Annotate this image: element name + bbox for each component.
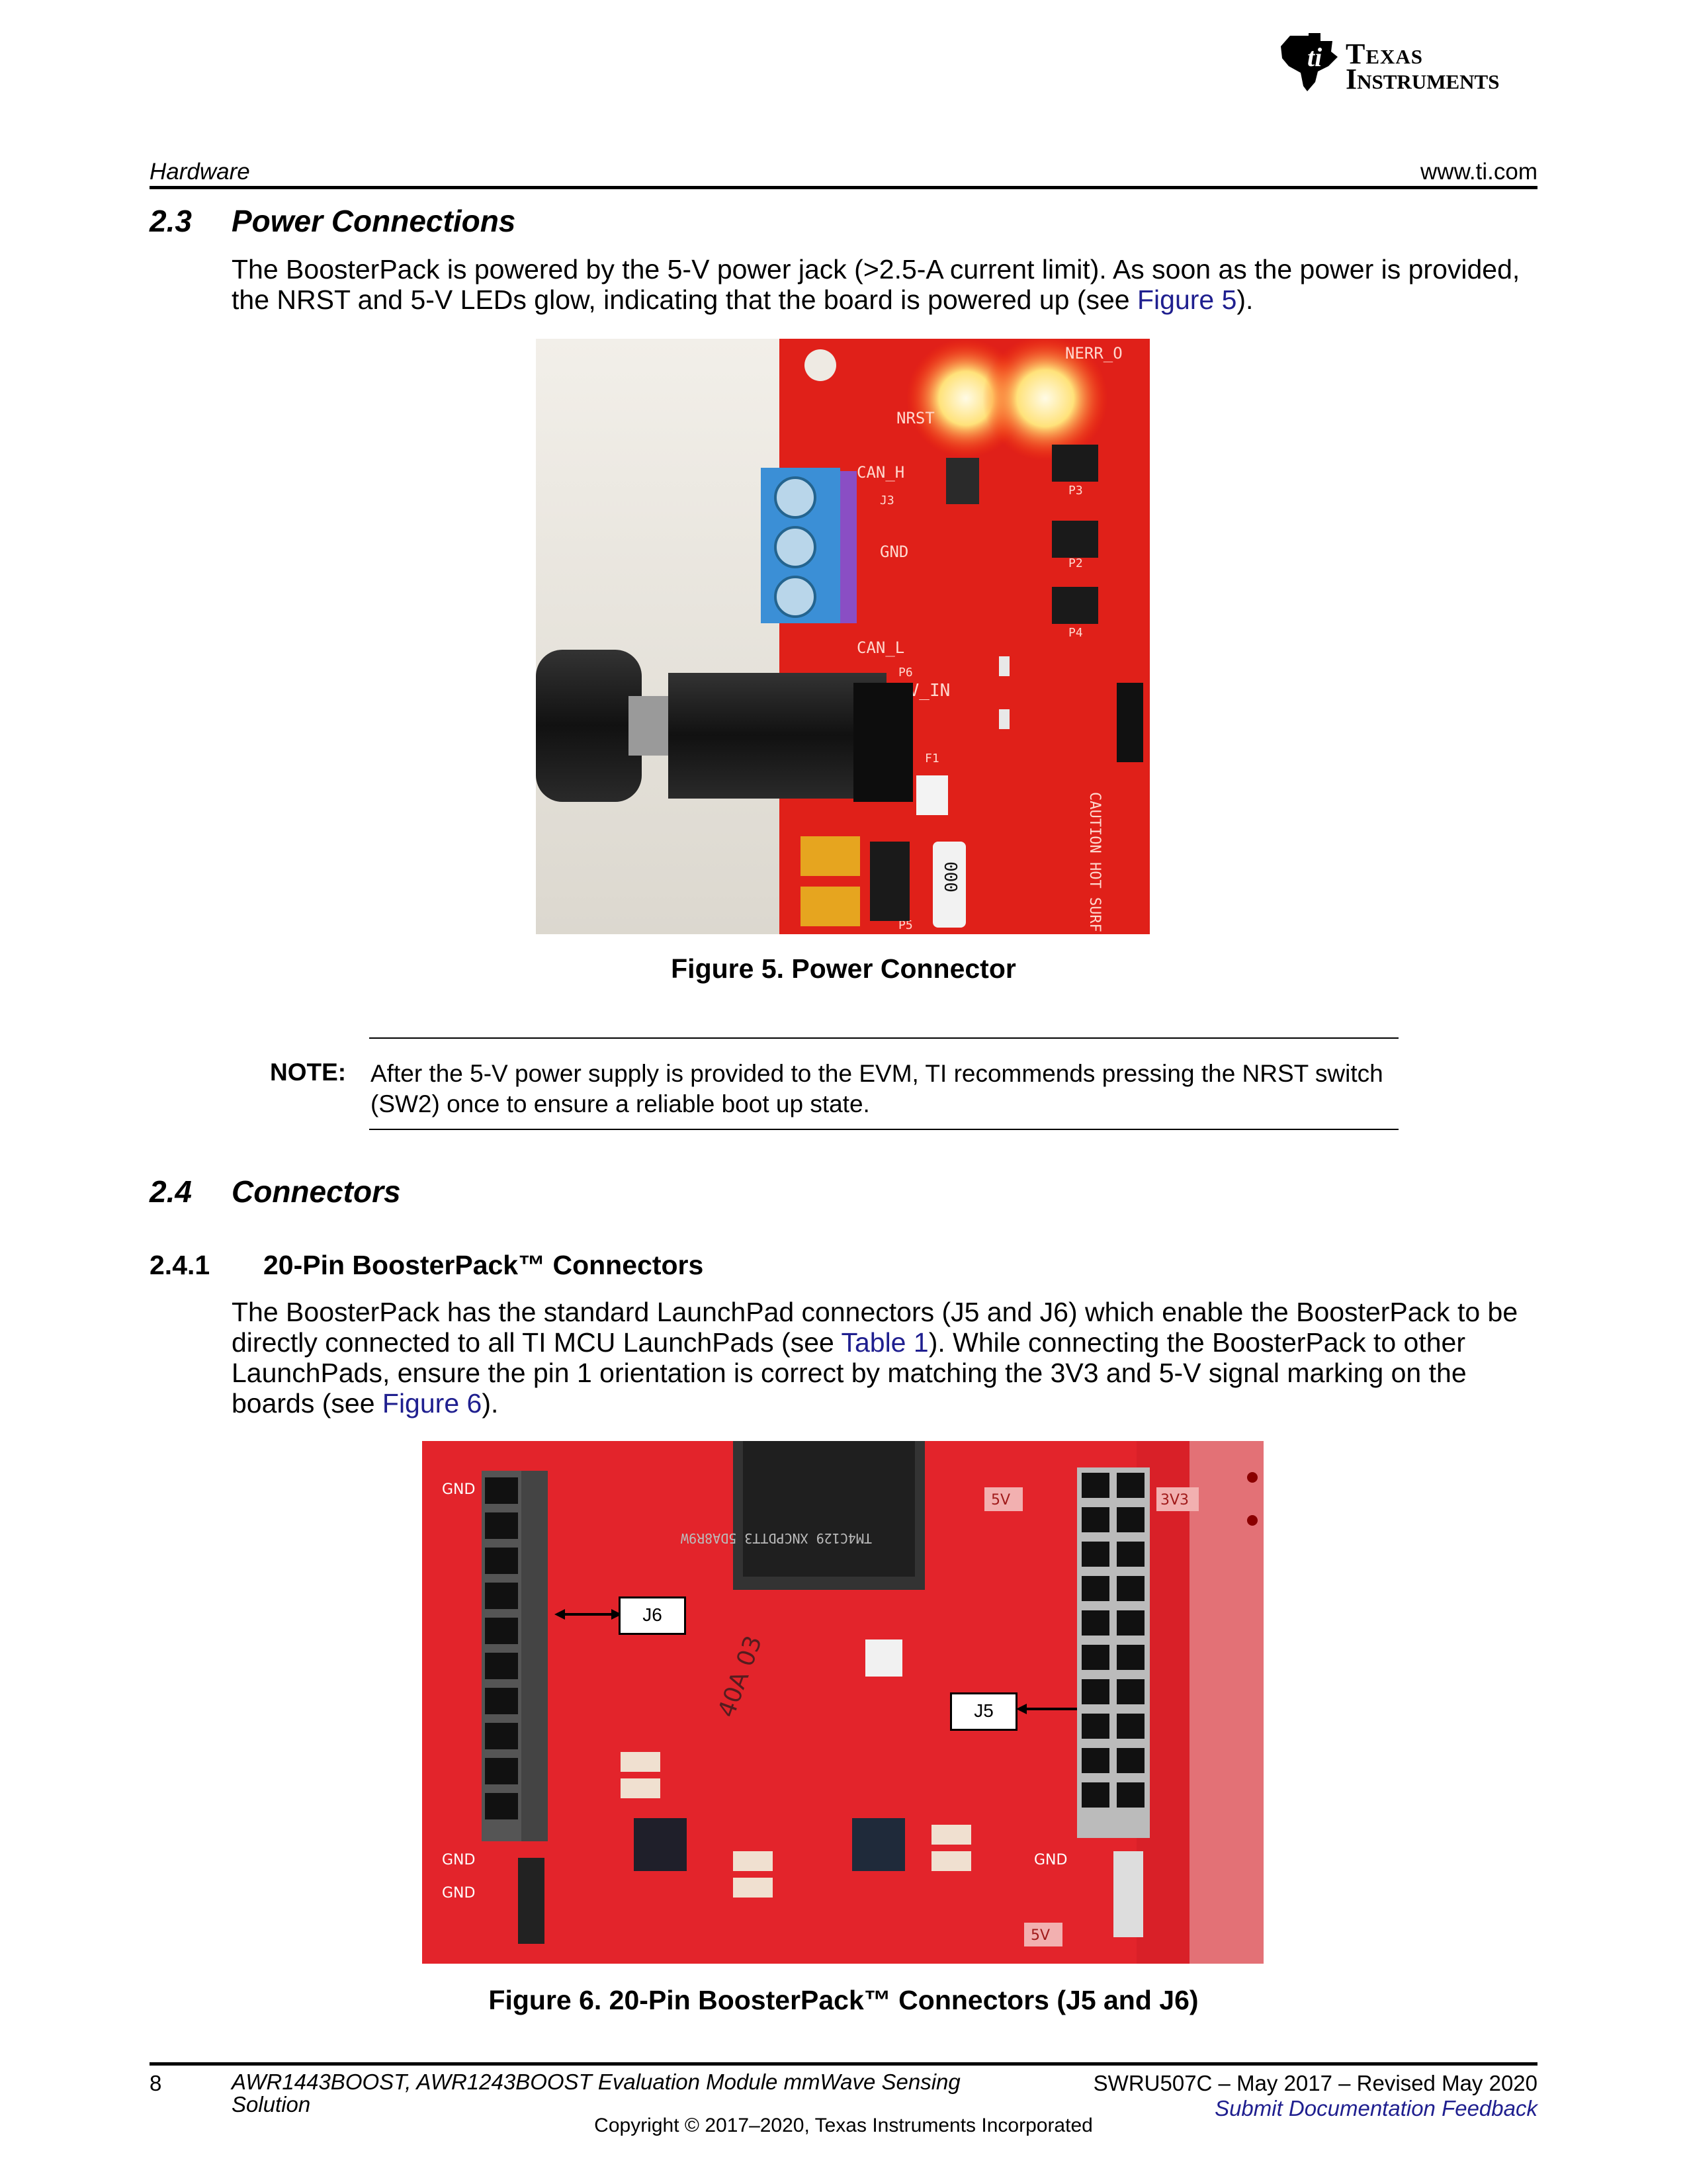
- connectors-paragraph: The BoosterPack has the standard LaunchP…: [232, 1297, 1541, 1419]
- page-number: 8: [150, 2071, 162, 2095]
- board-label-3v3: 3V3: [1160, 1492, 1189, 1508]
- submit-feedback-link[interactable]: Submit Documentation Feedback: [1215, 2096, 1537, 2120]
- figure-6-boosterpack-connectors-photo: TM4C129 XNCPDTT3 5DA8R9W 40A 03 GND 5V 3…: [422, 1441, 1264, 1964]
- figure-5-caption: Figure 5. Power Connector: [671, 953, 1016, 984]
- section-title: Power Connections: [232, 204, 516, 238]
- board-label-j3: J3: [880, 494, 894, 507]
- board-label-gnd-bl2: GND: [442, 1885, 475, 1901]
- footer-copyright: Copyright © 2017–2020, Texas Instruments…: [594, 2115, 1093, 2136]
- board-label-5v: 5V: [991, 1492, 1010, 1508]
- figure-5-power-connector-photo: NRST NERR_O CAN_H J3 GND CAN_L P6 5V_IN …: [536, 339, 1150, 934]
- board-label-5v-bottom: 5V: [1031, 1927, 1050, 1944]
- board-label-f1: F1: [925, 752, 939, 765]
- note-text: After the 5-V power supply is provided t…: [370, 1060, 1383, 1117]
- board-label-caution: CAUTION HOT SURF: [1086, 792, 1103, 932]
- board-label-nrst: NRST: [896, 409, 935, 427]
- header-section: Hardware: [150, 159, 250, 185]
- header-url[interactable]: www.ti.com: [1420, 159, 1537, 185]
- svg-text:ti: ti: [1307, 42, 1322, 72]
- note-label: NOTE:: [270, 1059, 347, 1086]
- paragraph-text: ). While connecting the BoosterPack to o…: [232, 1327, 1467, 1419]
- note-top-rule: [369, 1037, 1399, 1039]
- section-title: Connectors: [232, 1174, 401, 1209]
- logo-line-2: Instruments: [1346, 63, 1500, 95]
- footer-rule: [150, 2062, 1537, 2066]
- board-label-gnd-br: GND: [1034, 1852, 1067, 1868]
- paragraph-text: ).: [482, 1388, 499, 1419]
- figure-5-link[interactable]: Figure 5: [1137, 284, 1237, 315]
- section-number: 2.3: [150, 204, 192, 238]
- table-1-link[interactable]: Table 1: [841, 1327, 929, 1358]
- board-label-gnd-bl1: GND: [442, 1852, 475, 1868]
- board-label-p4: P4: [1068, 626, 1083, 640]
- board-label-p5: P5: [898, 918, 913, 932]
- board-label-can-l: CAN_L: [857, 638, 904, 657]
- figure-6-link[interactable]: Figure 6: [382, 1388, 482, 1419]
- section-heading-2-3: 2.3 Power Connections: [150, 203, 943, 240]
- callout-j6: J6: [619, 1596, 686, 1635]
- paragraph-text: ).: [1236, 284, 1254, 315]
- paragraph-text: The BoosterPack is powered by the 5-V po…: [232, 254, 1520, 315]
- header-rule: [150, 186, 1537, 189]
- figure-6-caption: Figure 6. 20-Pin BoosterPack™ Connectors…: [488, 1985, 1199, 2015]
- company-logo-text: Texas Instruments: [1346, 38, 1500, 95]
- ti-logo-icon: ti: [1281, 33, 1338, 91]
- logo-line-1: Texas: [1346, 38, 1424, 70]
- power-paragraph: The BoosterPack is powered by the 5-V po…: [232, 254, 1541, 315]
- board-label-can-h: CAN_H: [857, 463, 904, 482]
- callout-j5: J5: [950, 1692, 1017, 1731]
- paragraph-text: The BoosterPack has the standard LaunchP…: [232, 1297, 1518, 1358]
- board-label-p2: P2: [1068, 556, 1083, 570]
- board-label-nerr: NERR_O: [1065, 344, 1123, 363]
- section-number: 2.4: [150, 1174, 192, 1209]
- board-label-gnd: GND: [880, 543, 908, 561]
- note-bottom-rule: [369, 1129, 1399, 1130]
- section-heading-2-4-1: 2.4.1 20-Pin BoosterPack™ Connectors: [150, 1250, 1076, 1283]
- board-label-gnd-top: GND: [442, 1481, 475, 1498]
- section-heading-2-4: 2.4 Connectors: [150, 1174, 943, 1211]
- footer-document-title: AWR1443BOOST, AWR1243BOOST Evaluation Mo…: [232, 2070, 961, 2117]
- board-label-p3: P3: [1068, 484, 1083, 498]
- mcu-chip-marking: TM4C129 XNCPDTT3 5DA8R9W: [680, 1530, 872, 1546]
- board-label-p6: P6: [898, 666, 913, 679]
- section-number: 2.4.1: [150, 1250, 210, 1280]
- fuse-marking: 000: [940, 861, 960, 893]
- footer-document-id: SWRU507C – May 2017 – Revised May 2020: [1093, 2071, 1537, 2095]
- section-title: 20-Pin BoosterPack™ Connectors: [263, 1250, 704, 1280]
